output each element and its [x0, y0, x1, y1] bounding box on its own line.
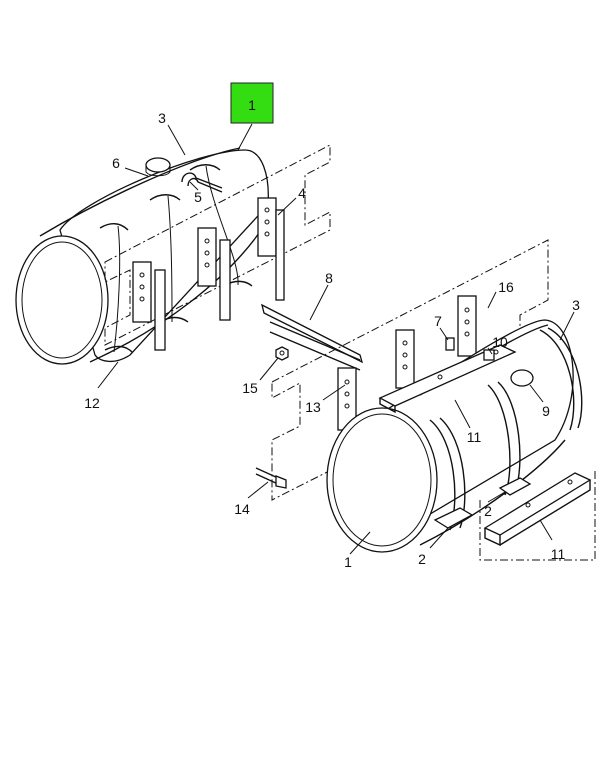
- callout-3-right[interactable]: 3: [572, 297, 580, 313]
- crossmember-tube: [261, 303, 364, 371]
- callout-4[interactable]: 4: [298, 185, 306, 201]
- callout-2-left[interactable]: 2: [418, 551, 426, 567]
- leader-lines: [97, 123, 575, 555]
- right-frame-rail: [271, 239, 549, 501]
- left-fuel-tank: [15, 147, 269, 365]
- callout-14[interactable]: 14: [234, 501, 250, 517]
- lower-support-bar: [479, 470, 596, 561]
- left-mounting-brackets: [132, 197, 285, 351]
- callout-9[interactable]: 9: [542, 403, 550, 419]
- upper-support-plate: [378, 344, 517, 414]
- callout-8[interactable]: 8: [325, 270, 333, 286]
- callout-5[interactable]: 5: [194, 189, 202, 205]
- callout-3-left[interactable]: 3: [158, 110, 166, 126]
- callout-15[interactable]: 15: [242, 380, 258, 396]
- callout-labels: 1 3 6 5 4 8 16 3 7 10 9 11 13 15 12 14 2…: [84, 97, 580, 570]
- callout-11-lower[interactable]: 11: [551, 546, 566, 562]
- right-mounting-brackets: [337, 295, 477, 431]
- callout-1-highlighted[interactable]: 1: [248, 97, 256, 113]
- callout-10[interactable]: 10: [492, 334, 508, 350]
- highlight-box[interactable]: [230, 82, 274, 124]
- callout-16[interactable]: 16: [498, 279, 514, 295]
- callout-6[interactable]: 6: [112, 155, 120, 171]
- callout-2-right[interactable]: 2: [484, 503, 492, 519]
- clamp-nut: [483, 349, 495, 361]
- tank-pads: [433, 477, 532, 529]
- callout-13[interactable]: 13: [305, 399, 321, 415]
- callout-12[interactable]: 12: [84, 395, 100, 411]
- left-frame-rail: [104, 144, 331, 346]
- callout-11-upper[interactable]: 11: [467, 429, 482, 445]
- fitting: [445, 337, 455, 351]
- callout-7[interactable]: 7: [434, 313, 442, 329]
- nut: [275, 346, 289, 361]
- bolt: [255, 467, 287, 489]
- callout-1-bottom[interactable]: 1: [344, 554, 352, 570]
